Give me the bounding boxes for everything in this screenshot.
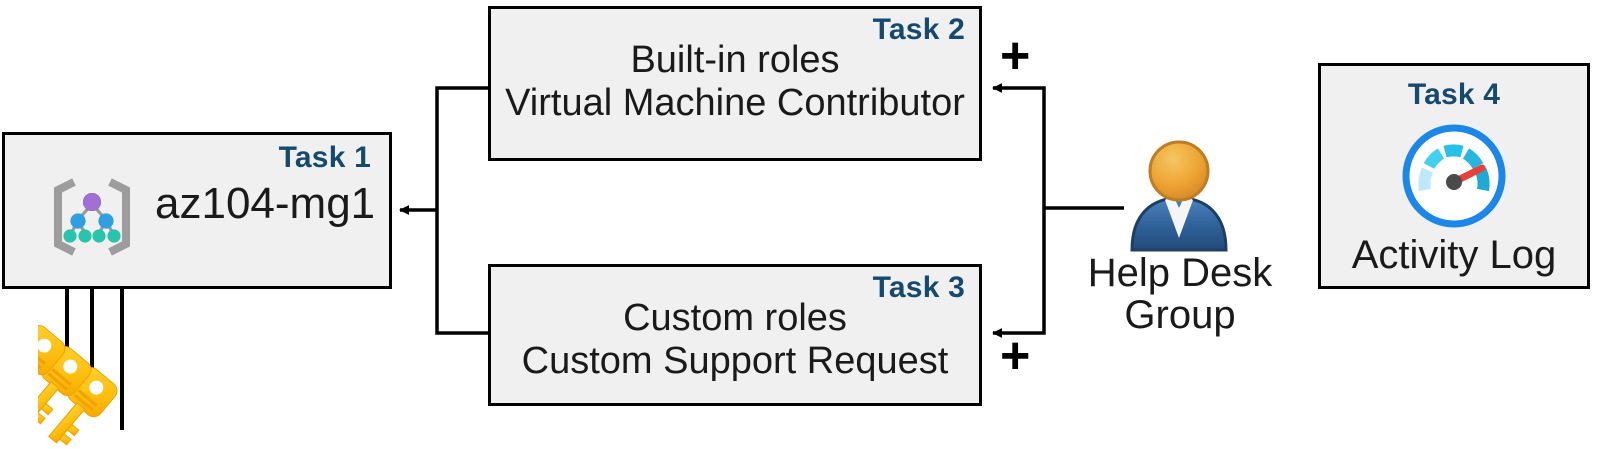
user-group-icon — [1130, 140, 1228, 252]
task-3-text: Custom roles Custom Support Request — [491, 297, 979, 382]
task-2-line-2: Virtual Machine Contributor — [505, 81, 965, 124]
help-desk-group-label: Help Desk Group — [1060, 252, 1300, 337]
help-desk-line-1: Help Desk — [1087, 251, 1273, 295]
gauge-icon — [1402, 124, 1506, 228]
task-4-tag: Task 4 — [1407, 78, 1501, 111]
task-1-label: az104-mg1 — [155, 179, 376, 228]
plus-sign-bottom: + — [1000, 327, 1031, 385]
task-2-text: Built-in roles Virtual Machine Contribut… — [491, 39, 979, 124]
task-4-box[interactable]: Task 4 Activity Log — [1318, 63, 1590, 289]
task-3-tag: Task 3 — [872, 271, 965, 304]
task-2-box[interactable]: Task 2 Built-in roles Virtual Machine Co… — [488, 6, 982, 161]
task-2-line-1: Built-in roles — [630, 39, 840, 81]
plus-sign-top: + — [1000, 27, 1031, 85]
task-3-line-2: Custom Support Request — [521, 339, 949, 382]
management-group-icon — [54, 178, 130, 256]
help-desk-line-2: Group — [1124, 293, 1236, 338]
task-1-box[interactable]: Task 1 az104-mg1 — [2, 132, 392, 289]
keys-icon — [38, 325, 118, 446]
task-4-label: Activity Log — [1351, 233, 1557, 277]
task-3-box[interactable]: Task 3 Custom roles Custom Support Reque… — [488, 264, 982, 406]
task-1-tag: Task 1 — [278, 141, 371, 174]
task-2-tag: Task 2 — [872, 13, 965, 46]
task-3-line-1: Custom roles — [623, 297, 847, 339]
